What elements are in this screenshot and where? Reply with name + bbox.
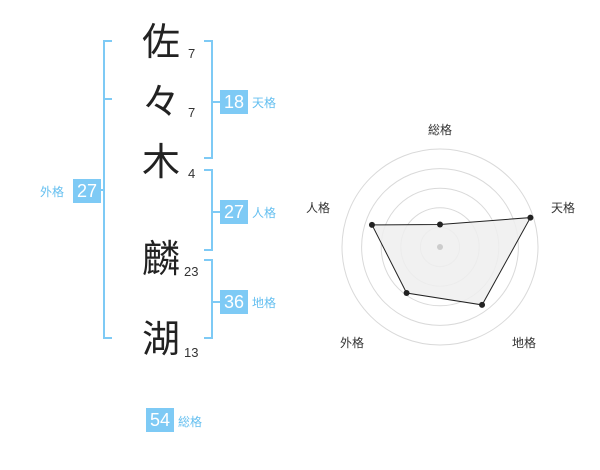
chikaku-bracket (204, 259, 213, 339)
gaikaku-value: 27 (73, 179, 101, 203)
radar-grid-ring (361, 168, 519, 326)
radar-axis-label-chikaku: 地格 (512, 335, 536, 350)
stroke-count-3: 4 (188, 166, 196, 181)
name-char-5: 湖 (142, 317, 181, 361)
radar-axis-label-soukaku: 総格 (428, 122, 452, 137)
radar-center-dot (437, 244, 443, 250)
chikaku-label: 地格 (252, 296, 277, 310)
name-char-1: 佐 (142, 20, 181, 64)
fortune-radar-chart: 総格 天格 地格 外格 人格 (306, 122, 575, 350)
radar-point-1 (527, 214, 534, 221)
radar-grid-ring (341, 148, 539, 346)
radar-point-4 (368, 221, 375, 228)
name-char-2: 々 (142, 80, 181, 124)
stroke-count-1: 7 (188, 46, 196, 61)
radar-axis-label-gaikaku: 外格 (340, 335, 364, 350)
radar-points (368, 214, 534, 308)
radar-point-3 (403, 289, 410, 296)
radar-point-2 (479, 301, 486, 308)
jinkaku-bracket (204, 169, 213, 251)
soukaku-value: 54 (146, 408, 174, 432)
gaikaku-label: 外格 (40, 185, 65, 199)
stroke-count-2: 7 (188, 105, 196, 120)
jinkaku-label: 人格 (252, 206, 277, 220)
stroke-count-5: 13 (184, 345, 199, 360)
radar-axis-label-tenkaku: 天格 (551, 200, 575, 215)
radar-axis-label-jinkaku: 人格 (306, 200, 330, 215)
radar-point-0 (437, 221, 443, 228)
soukaku-label: 総格 (178, 415, 203, 429)
tenkaku-value: 18 (220, 90, 248, 114)
bracket-lines (97, 40, 220, 339)
chikaku-value: 36 (220, 290, 248, 314)
stroke-count-4: 23 (184, 264, 199, 279)
name-char-4: 麟 (142, 237, 181, 281)
tenkaku-bracket (204, 40, 213, 159)
name-char-3: 木 (142, 140, 181, 184)
tenkaku-label: 天格 (252, 96, 277, 110)
radar-shape (371, 217, 532, 306)
jinkaku-value: 27 (220, 200, 248, 224)
gaikaku-bracket (103, 40, 112, 339)
